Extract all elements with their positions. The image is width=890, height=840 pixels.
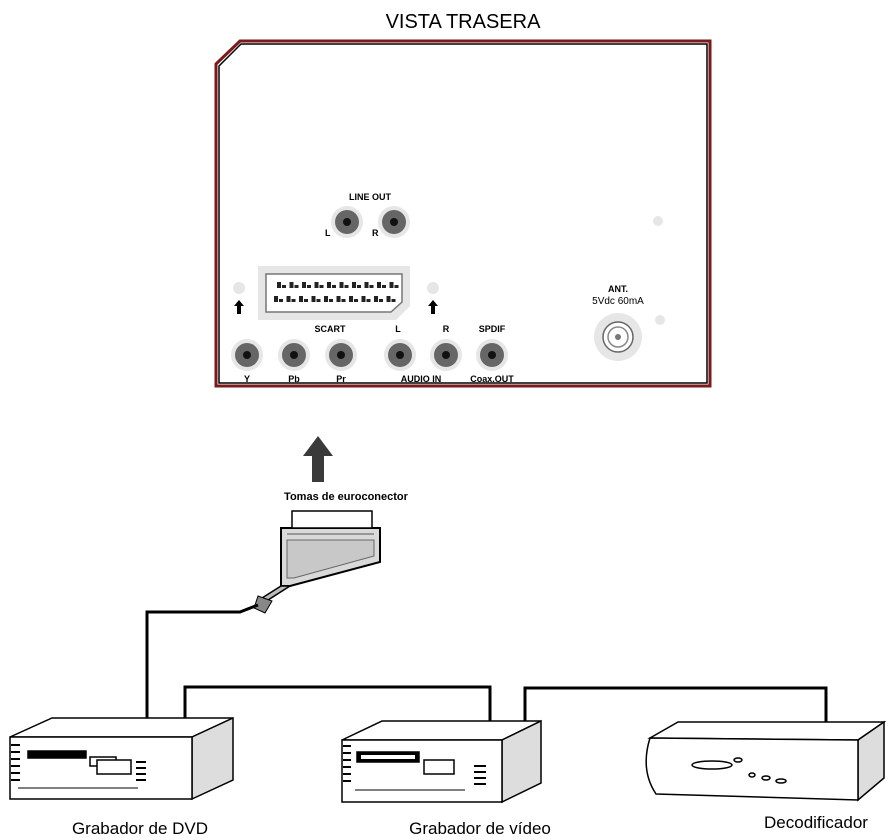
scart-pin [382, 285, 386, 288]
line-out-r-jack [378, 206, 410, 238]
scart-pin [336, 296, 341, 302]
up-arrow-icon [303, 436, 333, 482]
scart-pin [311, 296, 316, 302]
audio-in-label: AUDIO IN [401, 374, 442, 384]
scart-pin [377, 282, 381, 288]
decoder-icon [645, 720, 887, 802]
scart-socket [258, 266, 410, 320]
cables [145, 603, 828, 740]
scart-pin [364, 282, 369, 288]
scart-pin [369, 285, 374, 288]
dvd-recorder-icon [9, 716, 234, 801]
scart-pin [389, 282, 394, 288]
pb-jack [278, 339, 310, 371]
scart-pin [291, 299, 296, 302]
scart-pin [314, 282, 319, 288]
scart-pin [299, 296, 303, 302]
scart-label: SCART [315, 324, 347, 334]
line-out-r-label: R [372, 228, 379, 238]
scart-pin [304, 299, 308, 302]
y-label: Y [244, 374, 250, 384]
antenna-spec: 5Vdc 60mA [592, 296, 644, 307]
scart-pin [274, 296, 278, 302]
scart-pin [332, 285, 336, 288]
scart-pin [307, 285, 311, 288]
scart-plug-icon [253, 510, 381, 614]
spdif-label: SPDIF [479, 324, 506, 334]
coax-out-label: Coax.OUT [470, 374, 514, 384]
scart-pin [289, 282, 294, 288]
scart-arrow-left [233, 282, 245, 314]
scart-pin [366, 299, 371, 302]
scart-pin [339, 282, 344, 288]
scart-pin [294, 285, 299, 288]
diagram-title: VISTA TRASERA [386, 11, 542, 33]
scart-pin [379, 299, 383, 302]
y-jack [231, 339, 263, 371]
scart-pin [374, 296, 378, 302]
screw-dot [655, 315, 665, 325]
scart-pin [386, 296, 391, 302]
scart-pin [319, 285, 324, 288]
video-recorder-icon [341, 719, 542, 804]
scart-pin [344, 285, 349, 288]
scart-pin [341, 299, 346, 302]
scart-pin [329, 299, 333, 302]
antenna-socket [594, 313, 642, 361]
scart-pin [394, 285, 399, 288]
scart-pin [357, 285, 361, 288]
connector-label: Tomas de euroconector [284, 491, 409, 503]
scart-pin [282, 285, 286, 288]
line-out-l-label: L [325, 228, 331, 238]
scart-pin [286, 296, 291, 302]
device-label-dvd: Grabador de DVD [72, 819, 208, 838]
line-out-label: LINE OUT [349, 192, 392, 202]
scart-arrow-right [427, 282, 439, 314]
pr-jack [325, 339, 357, 371]
scart-pin [349, 296, 353, 302]
scart-pin [316, 299, 321, 302]
audio-r-label: R [443, 324, 450, 334]
pr-label: Pr [336, 374, 346, 384]
scart-pin [361, 296, 366, 302]
scart-pin [327, 282, 331, 288]
device-label-video: Grabador de vídeo [409, 819, 551, 838]
scart-pin [324, 296, 328, 302]
audio-l-jack [384, 339, 416, 371]
coax-out-jack [476, 339, 508, 371]
pb-label: Pb [288, 374, 300, 384]
screw-dot [653, 216, 663, 226]
line-out-l-jack [331, 206, 363, 238]
scart-pin [354, 299, 358, 302]
scart-pin [277, 282, 281, 288]
audio-r-jack [430, 339, 462, 371]
antenna-label: ANT. [608, 284, 628, 294]
audio-l-label: L [395, 324, 401, 334]
scart-pin [279, 299, 283, 302]
scart-pin [302, 282, 306, 288]
device-label-decoder: Decodificador [764, 813, 868, 832]
scart-pin [352, 282, 356, 288]
scart-pin [391, 299, 396, 302]
